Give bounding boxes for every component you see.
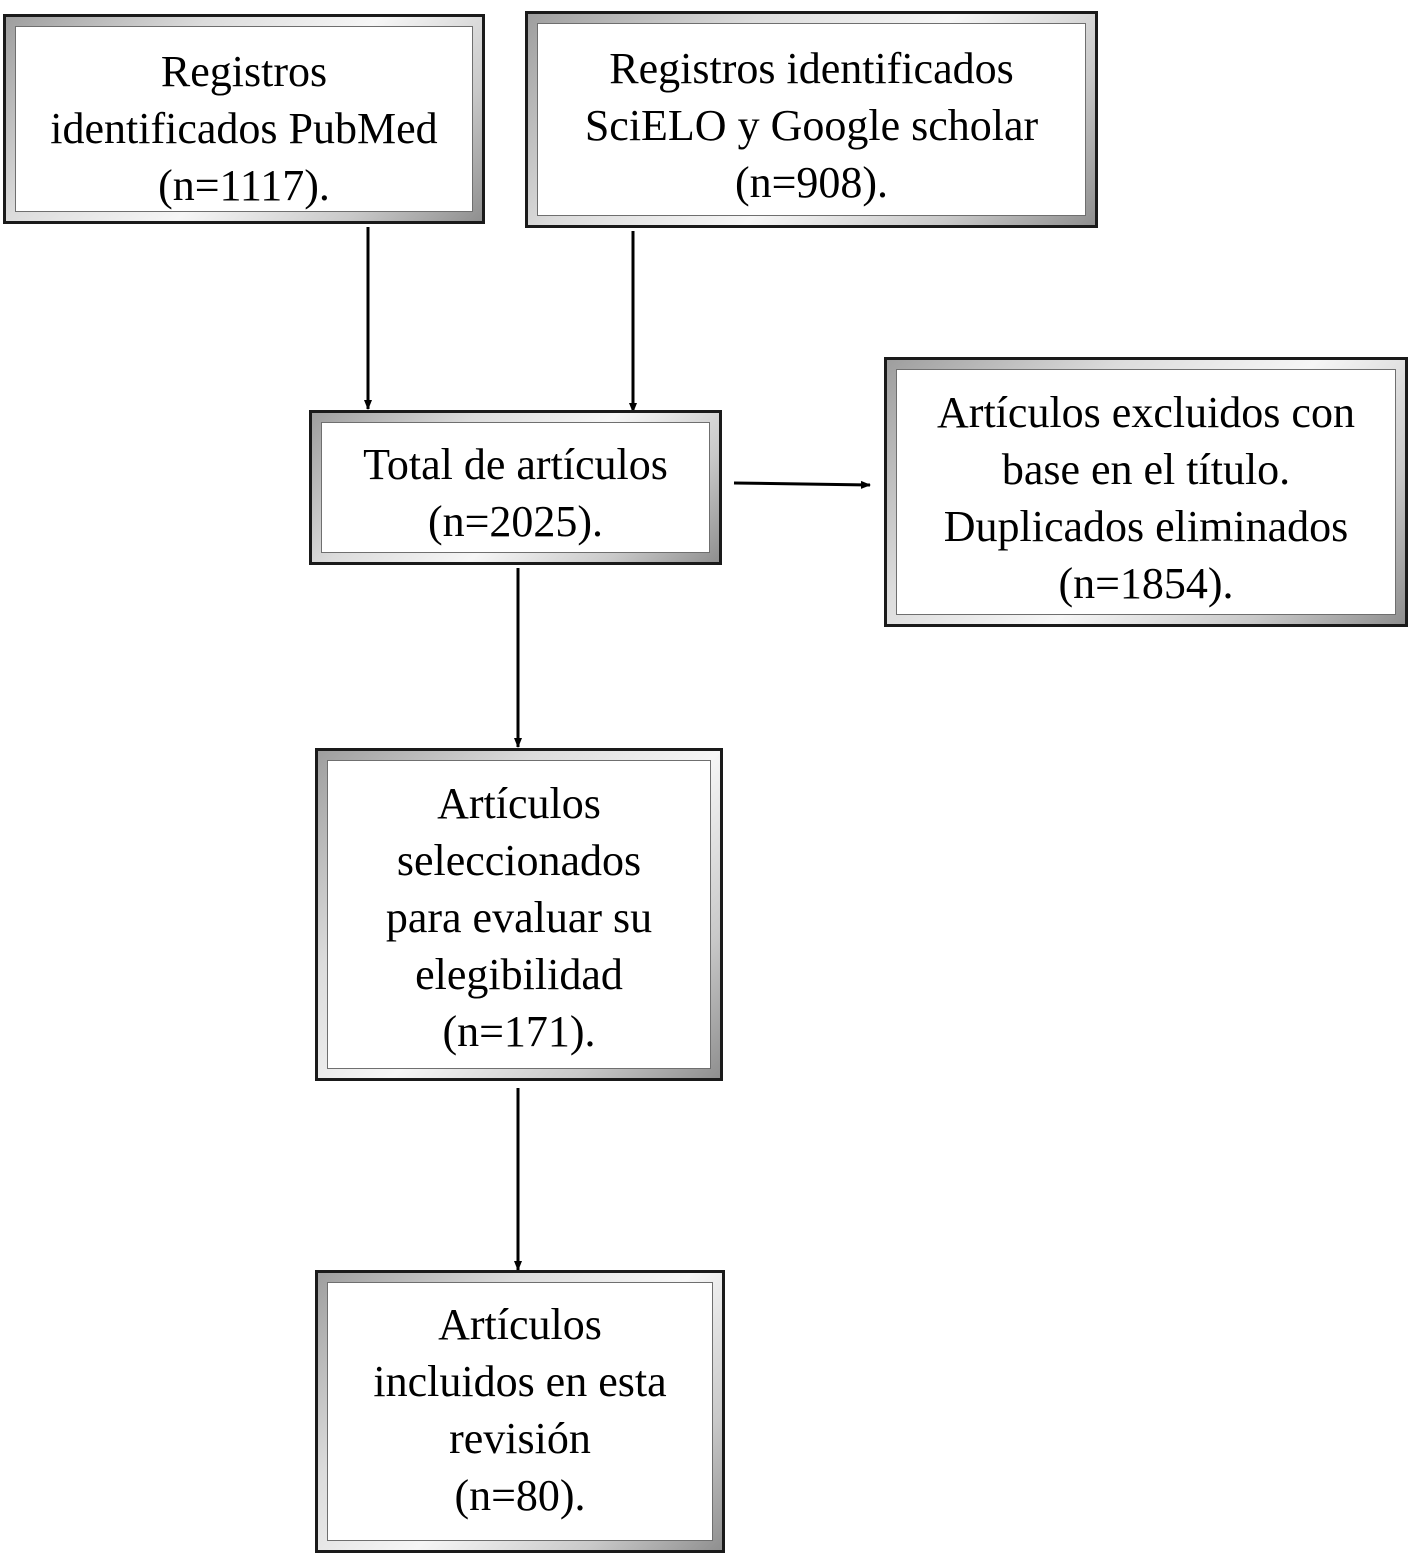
- box-selected-line-3: para evaluar su: [385, 893, 653, 942]
- box-pubmed-records: Registros identificados PubMed (n=1117).: [3, 14, 485, 224]
- box-included-line-2: incluidos en esta: [373, 1357, 667, 1406]
- box-pubmed-line-1: Registros: [160, 47, 328, 96]
- box-included-line-1: Artículos: [438, 1300, 602, 1349]
- box-scielo-count: (n=908).: [734, 158, 889, 207]
- box-included-articles: Artículos incluidos en esta revisión (n=…: [315, 1270, 725, 1553]
- box-selected-articles: Artículos seleccionados para evaluar su …: [315, 748, 723, 1081]
- box-scielo-line-1: Registros identificados: [609, 44, 1014, 93]
- box-total-line-1: Total de artículos: [363, 440, 668, 489]
- box-selected-line-1: Artículos: [437, 779, 601, 828]
- box-scielo-google-records: Registros identificados SciELO y Google …: [525, 11, 1098, 228]
- box-excluded-line-2: base en el título.: [1001, 445, 1291, 494]
- box-pubmed-count: (n=1117).: [158, 161, 330, 210]
- box-total-articles: Total de artículos (n=2025).: [309, 410, 722, 565]
- box-excluded-count: (n=1854).: [1058, 559, 1234, 608]
- box-scielo-line-2: SciELO y Google scholar: [584, 101, 1039, 150]
- box-pubmed-line-2: identificados PubMed: [50, 104, 438, 153]
- box-included-count: (n=80).: [454, 1471, 586, 1520]
- box-selected-line-2: seleccionados: [396, 836, 642, 885]
- box-selected-line-4: elegibilidad: [415, 950, 623, 999]
- box-excluded-line-1: Artículos excluidos con: [937, 388, 1355, 437]
- box-excluded-line-3: Duplicados eliminados: [943, 502, 1349, 551]
- box-included-line-3: revisión: [449, 1414, 591, 1463]
- box-excluded-articles: Artículos excluidos con base en el títul…: [884, 357, 1408, 627]
- arrow-total-to-excluded: [733, 480, 871, 489]
- box-total-count: (n=2025).: [427, 497, 604, 546]
- box-selected-count: (n=171).: [442, 1007, 596, 1056]
